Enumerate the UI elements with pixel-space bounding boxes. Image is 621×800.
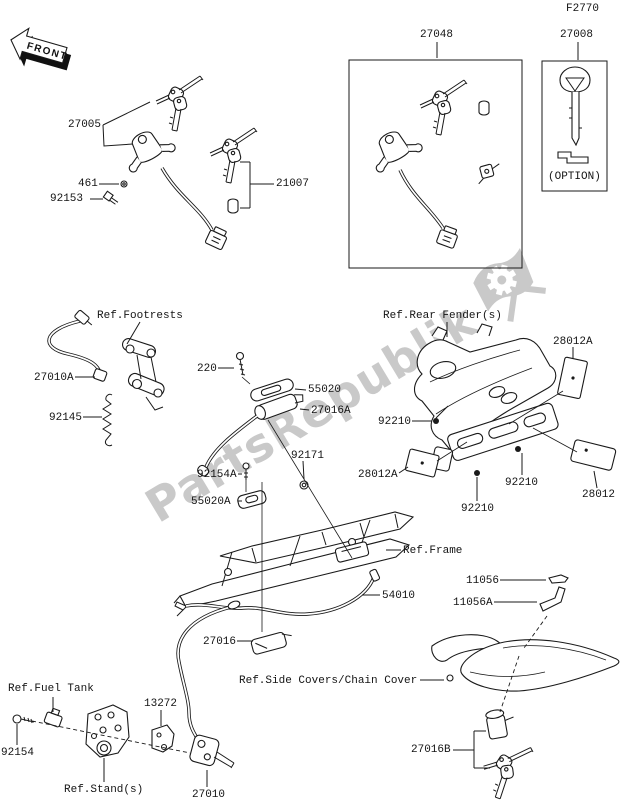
ref-label-footrests: Ref.Footrests bbox=[97, 310, 183, 322]
reflector-28012A-bottom-drawing bbox=[404, 448, 440, 478]
part-label-28012A-bottom: 28012A bbox=[358, 469, 398, 481]
page-code: F2770 bbox=[566, 3, 600, 15]
part-label-28012A-top: 28012A bbox=[553, 336, 593, 348]
part-label-92153: 92153 bbox=[50, 193, 84, 205]
part-label-92145: 92145 bbox=[49, 412, 83, 424]
side-cover-drawing bbox=[431, 574, 620, 692]
part-label-92154: 92154 bbox=[1, 747, 35, 759]
stand-switch-cluster-drawing bbox=[12, 704, 235, 769]
lock-27016B-drawing bbox=[478, 709, 535, 800]
spring-92145-drawing bbox=[102, 393, 113, 447]
key-set-21007-drawing bbox=[209, 127, 258, 214]
part-label-92210-left: 92210 bbox=[378, 416, 412, 428]
ignition-switch-drawing bbox=[102, 75, 230, 251]
part-label-92171: 92171 bbox=[291, 450, 325, 462]
ref-label-stand: Ref.Stand(s) bbox=[64, 784, 144, 796]
ignition-switch-kit-drawing bbox=[363, 79, 500, 250]
ref-label-fuel-tank: Ref.Fuel Tank bbox=[8, 683, 94, 695]
ref-label-rear-fender: Ref.Rear Fender(s) bbox=[383, 310, 502, 322]
kit-box-27008 bbox=[541, 60, 608, 192]
part-label-92210-bottom: 92210 bbox=[461, 503, 495, 515]
part-label-11056: 11056 bbox=[466, 575, 500, 587]
screws-92210-drawing bbox=[433, 418, 521, 476]
front-arrow: FRONT bbox=[10, 27, 72, 71]
kit-box-27048 bbox=[348, 59, 523, 269]
part-label-27016: 27016 bbox=[203, 636, 237, 648]
reflector-28012A-top-drawing bbox=[557, 356, 588, 400]
part-label-21007: 21007 bbox=[276, 178, 310, 190]
seat-lock-cluster-drawing bbox=[197, 351, 309, 509]
ref-label-frame: Ref.Frame bbox=[403, 545, 463, 557]
seat-lock-cable-54010-drawing bbox=[174, 568, 381, 616]
latch-27016-drawing bbox=[176, 600, 292, 747]
key-blank-drawing bbox=[557, 66, 591, 164]
part-label-13272: 13272 bbox=[144, 698, 178, 710]
rear-fender-drawing bbox=[413, 323, 559, 472]
part-label-92154A: 92154A bbox=[197, 469, 237, 481]
part-label-461: 461 bbox=[78, 178, 98, 190]
part-label-27008: 27008 bbox=[560, 29, 594, 41]
option-label: (OPTION) bbox=[548, 171, 601, 183]
part-label-54010: 54010 bbox=[382, 590, 416, 602]
part-label-27010: 27010 bbox=[192, 789, 226, 800]
assembly-lines bbox=[31, 376, 578, 754]
part-label-92210-right: 92210 bbox=[505, 477, 539, 489]
part-label-27016B: 27016B bbox=[411, 744, 451, 756]
ref-label-side-covers: Ref.Side Covers/Chain Cover bbox=[239, 675, 418, 687]
switch-cable-27010A-drawing bbox=[47, 309, 108, 382]
part-label-55020: 55020 bbox=[308, 384, 342, 396]
part-label-27005: 27005 bbox=[68, 119, 102, 131]
part-label-220: 220 bbox=[197, 363, 217, 375]
part-label-28012: 28012 bbox=[582, 489, 616, 501]
part-label-27016A: 27016A bbox=[311, 405, 351, 417]
part-label-27010A: 27010A bbox=[34, 372, 74, 384]
part-label-11056A: 11056A bbox=[453, 597, 493, 609]
part-label-55020A: 55020A bbox=[191, 496, 231, 508]
part-label-27048: 27048 bbox=[420, 29, 454, 41]
leader-lines bbox=[16, 42, 598, 787]
footrest-bracket-drawing bbox=[121, 338, 165, 411]
